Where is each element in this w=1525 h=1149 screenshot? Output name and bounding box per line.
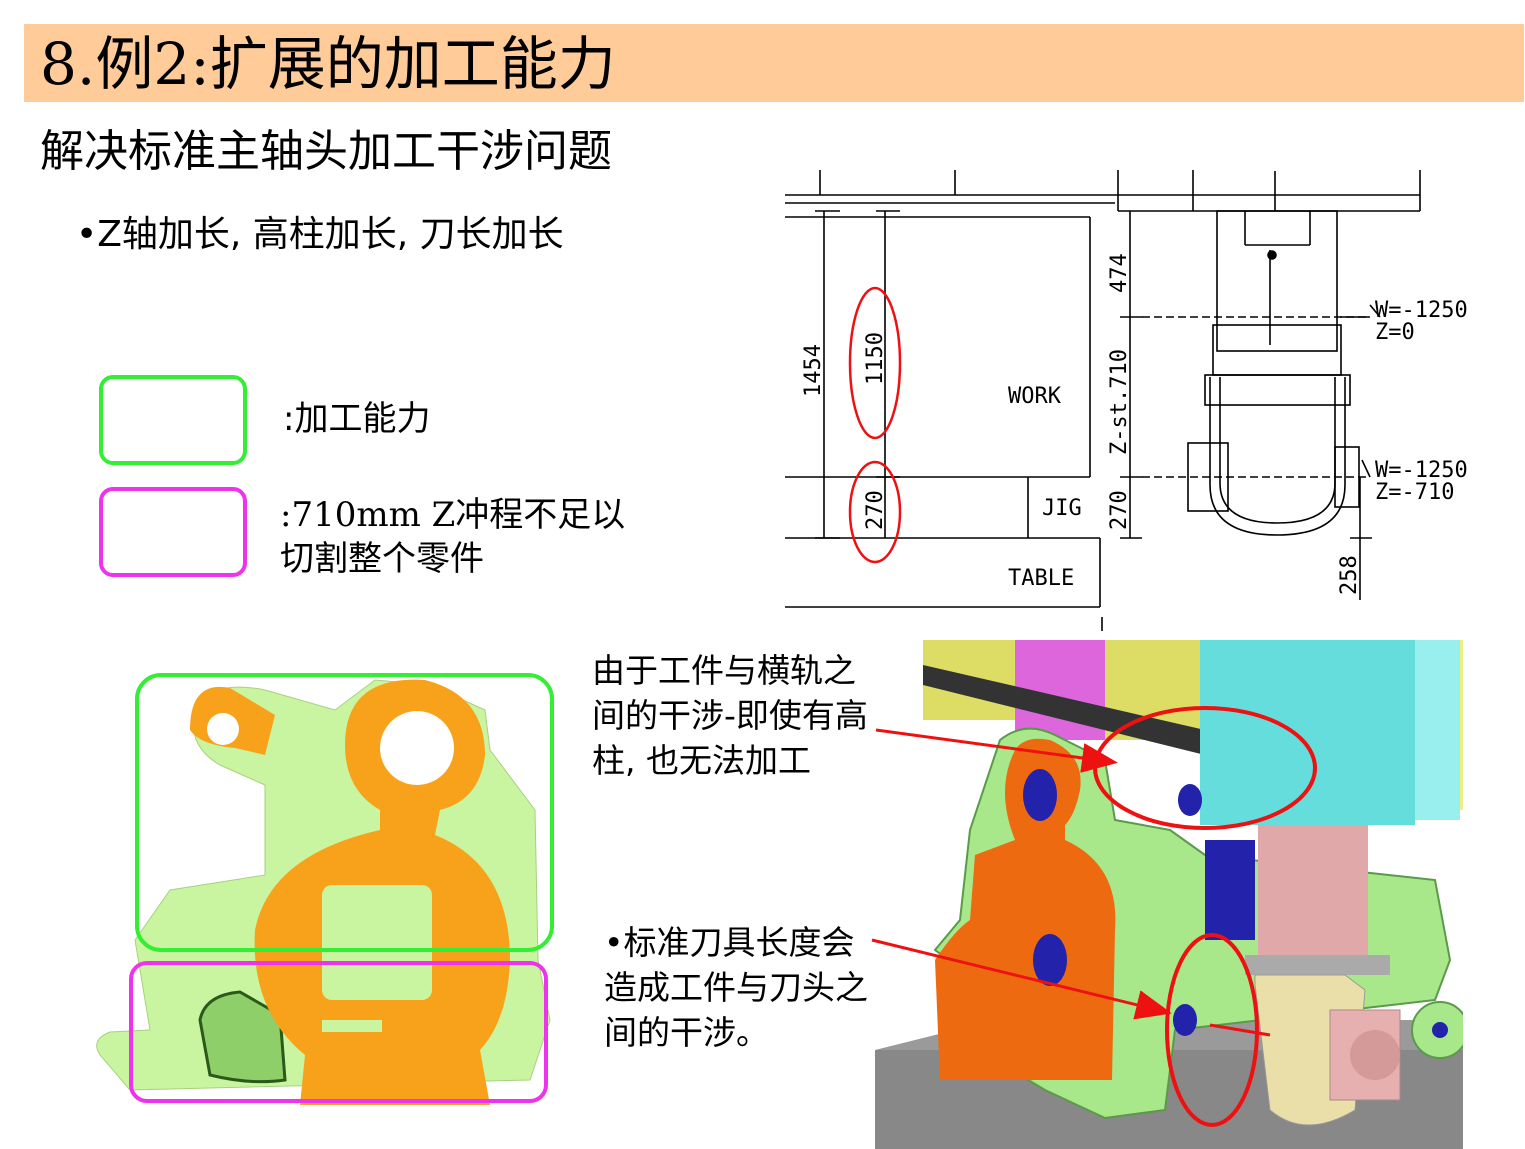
note-rail-line3: 柱, 也无法加工 [592,741,811,780]
label-z1: Z=0 [1375,320,1415,345]
arrow-rail-interference [875,728,1118,773]
note-rail-line2: 间的干涉-即使有高 [592,696,868,735]
legend-green-swatch [99,375,247,465]
dim-474: 474 [1107,253,1132,293]
label-work: WORK [1008,384,1062,409]
page-title: 8.例2:扩展的加工能力 [40,30,616,98]
region-machinable [135,673,554,952]
label-w2: W=-1250 [1375,458,1468,483]
dim-1454: 1454 [801,344,826,397]
dim-258: 258 [1337,555,1362,595]
note-tool-line1: •标准刀具长度会 [604,923,855,962]
part-hole-small [207,713,239,745]
part-window [322,885,432,1000]
arrow-tool-interference [871,938,1172,1020]
label-table: TABLE [1008,566,1074,591]
legend-magenta-label-line2: 切割整个零件 [280,539,484,579]
note-tool-line2: 造成工件与刀头之 [604,968,868,1007]
part-pocket [198,990,287,1084]
label-w1: W=-1250 [1375,298,1468,323]
dim-270-left: 270 [863,490,888,530]
legend-green-label: :加工能力 [283,399,431,439]
dim-270-right: 270 [1107,490,1132,530]
label-jig: JIG [1042,496,1082,521]
title-bar [24,24,1524,102]
part-hole-large [380,711,454,785]
dim-z-stroke: Z-st.710 [1107,349,1132,455]
highlight-ellipse-1150 [848,286,902,440]
legend-magenta-label-line1: :710mm Z冲程不足以 [280,495,626,535]
machine-illustration [875,640,1463,1149]
region-insufficient-stroke [129,961,548,1103]
highlight-ellipse-270 [848,460,902,564]
note-tool-line3: 间的干涉。 [604,1013,769,1052]
note-rail-line1: 由于工件与横轨之 [592,651,856,690]
label-z2: Z=-710 [1375,480,1454,505]
bullet-point: •Z轴加长, 高柱加长, 刀长加长 [76,214,564,255]
legend-magenta-swatch [99,487,247,577]
part-illustration [96,673,554,1105]
subtitle: 解决标准主轴头加工干涉问题 [40,126,612,177]
interference-ellipse-tool [1165,933,1259,1127]
technical-drawing: 1454 1150 270 474 Z-st.710 270 258 WORK … [785,170,1468,631]
dim-1150: 1150 [863,332,888,385]
column [1200,640,1415,825]
